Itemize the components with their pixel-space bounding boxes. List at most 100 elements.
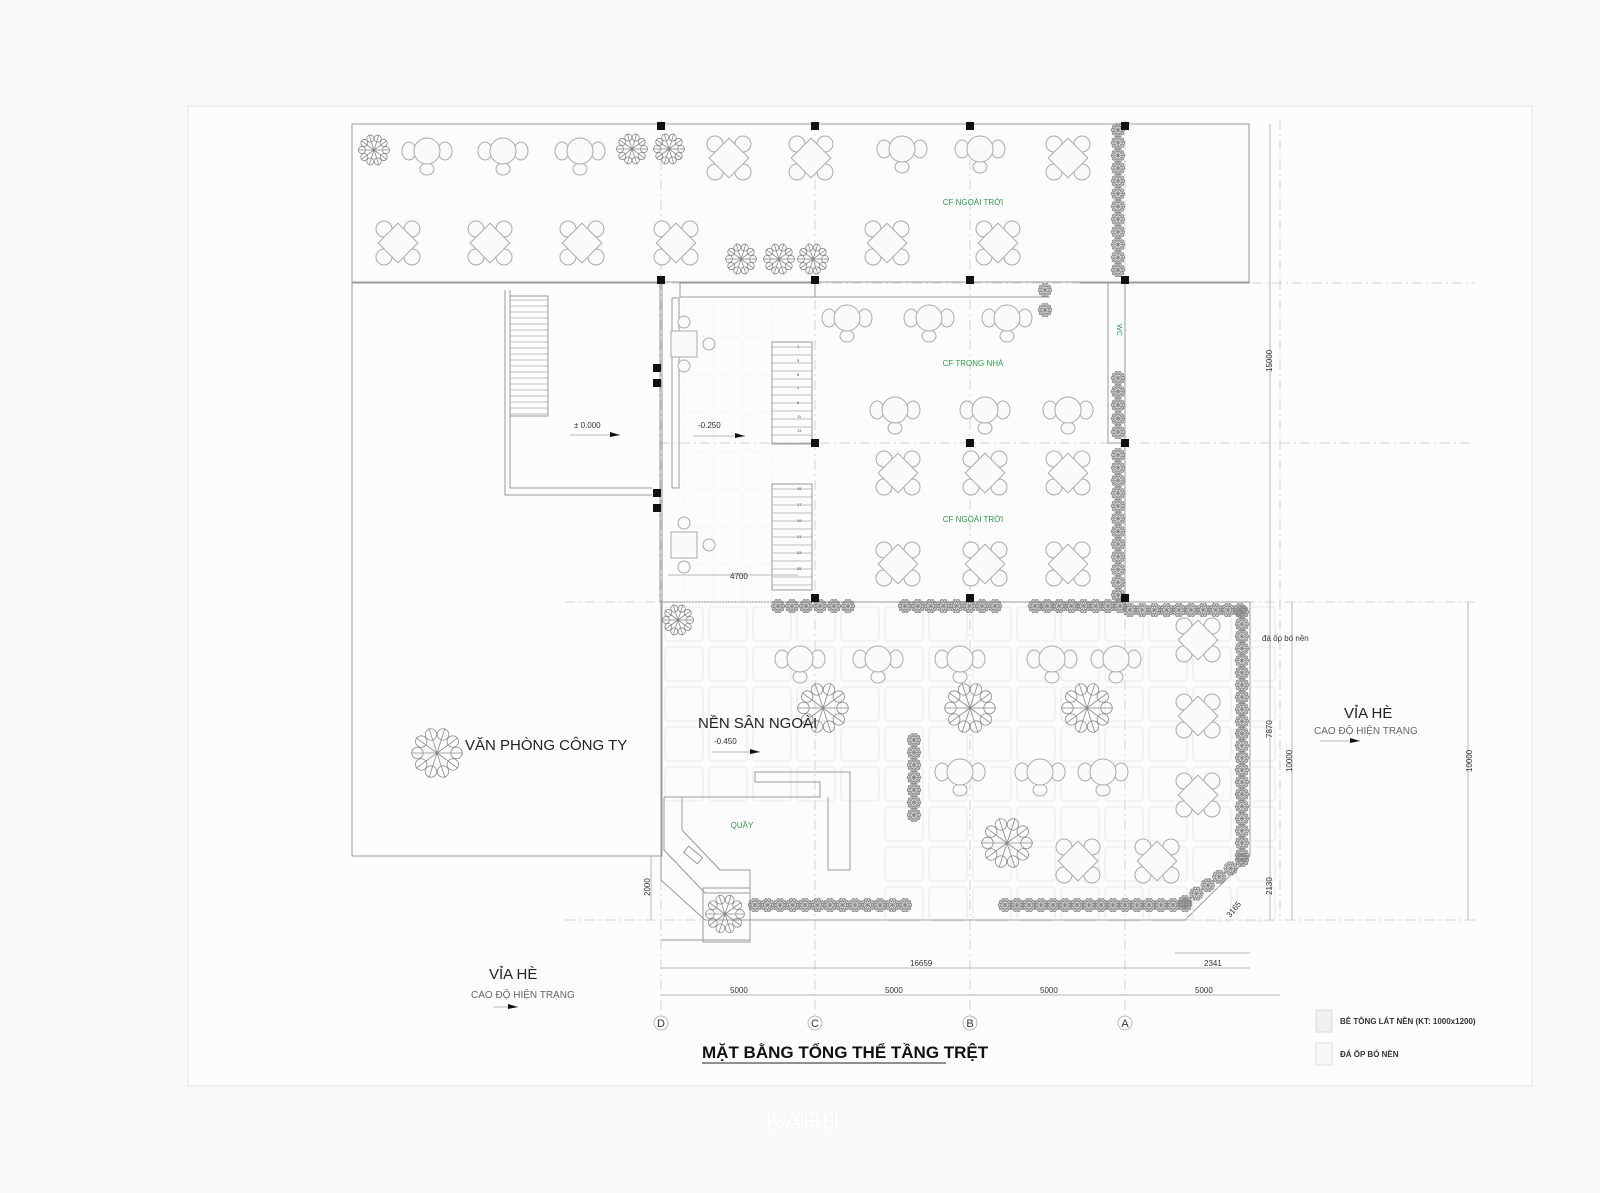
square-table-set (375, 220, 421, 266)
tree-icon (1110, 212, 1126, 227)
round-table-set (554, 137, 606, 176)
dim-7870: 7870 (1265, 720, 1274, 738)
tree-icon (1165, 898, 1181, 912)
round-table-set (876, 135, 928, 174)
column (653, 364, 661, 372)
tree-icon (1064, 599, 1079, 613)
square-table-set (962, 450, 1008, 496)
square-table-set (864, 220, 910, 266)
tree-icon (1234, 799, 1250, 814)
square-table-set (653, 220, 699, 266)
tree-icon (1220, 603, 1235, 617)
tree-icon (1110, 486, 1126, 501)
tree-icon (1234, 714, 1250, 729)
tree-icon (822, 898, 838, 912)
square-table-set (706, 135, 752, 181)
tree-icon (1110, 263, 1126, 277)
existing-level-right: CAO ĐỘ HIỆN TRẠNG (1314, 724, 1418, 737)
tree-icon (1110, 148, 1126, 163)
tree-icon (1110, 250, 1126, 265)
sidewalk-label-right: VỈA HÈ (1344, 705, 1392, 722)
tree-icon (987, 599, 1003, 613)
round-table-set (954, 135, 1006, 174)
round-table-set (401, 137, 453, 176)
legend-swatch-concrete (1315, 1009, 1333, 1033)
tree-icon (797, 898, 813, 912)
tree-icon (906, 758, 922, 772)
column (1121, 122, 1129, 130)
tree-icon (1110, 384, 1126, 399)
tree-icon (1110, 524, 1126, 539)
tree-icon (1081, 898, 1097, 912)
tree-icon (1052, 599, 1067, 613)
column (811, 276, 819, 284)
level-office: ± 0.000 (574, 421, 601, 430)
square-table-set (875, 450, 921, 496)
axis-label-a: A (1121, 1018, 1129, 1030)
tree-icon (1147, 603, 1162, 617)
stair-step-number: 15 (797, 486, 802, 491)
tree-icon (1110, 562, 1126, 577)
tree-icon (763, 243, 795, 275)
column (811, 439, 819, 447)
tree-icon (906, 783, 922, 797)
tree-icon (906, 745, 922, 760)
round-table-set (774, 645, 826, 684)
tree-icon (1117, 898, 1133, 912)
column (657, 122, 665, 130)
tree-icon (1110, 575, 1126, 590)
dim-10000-outer: 10000 (1465, 749, 1474, 772)
square-table-set (1045, 541, 1091, 587)
tree-icon (772, 898, 788, 912)
tree-icon (1100, 599, 1116, 613)
tree-icon (1110, 460, 1126, 475)
tree-icon (797, 243, 829, 275)
column (966, 276, 974, 284)
stair-step-number: 11 (797, 414, 802, 419)
tree-icon (1234, 823, 1250, 838)
stair-step-number: 1 (797, 344, 800, 349)
zone-label-outdoor-top: CF NGOÀI TRỜI (943, 198, 1004, 207)
round-table-set (934, 758, 986, 797)
tree-icon (1110, 135, 1126, 150)
tree-icon (1234, 665, 1250, 680)
tree-icon (797, 683, 849, 733)
level-yard: -0.450 (714, 737, 737, 746)
tree-icon (885, 898, 900, 912)
tree-icon (1234, 726, 1250, 741)
tree-icon (1110, 425, 1126, 439)
square-table-set (975, 220, 1021, 266)
planters (358, 123, 1250, 934)
tree-icon (798, 599, 814, 613)
drawing-sheet (187, 105, 1533, 1087)
tree-icon (1234, 787, 1250, 802)
level-markers (493, 432, 1360, 1009)
square-table-set (1175, 617, 1221, 663)
square-table-set (467, 220, 513, 266)
round-table-set (1026, 645, 1078, 684)
tree-icon (1039, 599, 1055, 613)
tree-icon (1110, 511, 1126, 526)
stair-step-number: 17 (797, 502, 802, 507)
tree-icon (810, 898, 825, 912)
tree-icon (770, 599, 786, 613)
dim-2130: 2130 (1265, 877, 1274, 895)
tree-icon (358, 134, 390, 166)
tree-icon (1234, 853, 1250, 867)
tree-icon (1189, 886, 1204, 901)
column (966, 122, 974, 130)
tree-icon (1208, 603, 1223, 617)
bar-counter (661, 771, 851, 943)
axis-label-d: D (657, 1018, 665, 1030)
axis-label-b: B (966, 1018, 973, 1030)
tree-icon (906, 770, 922, 785)
tree-icon (835, 898, 850, 912)
legend: BÊ TÔNG LÁT NỀN (KT: 1000x1200) ĐÁ ỐP BÓ… (1315, 1009, 1476, 1066)
tree-icon (1110, 371, 1126, 385)
round-table-set (959, 396, 1011, 435)
tree-icon (1088, 599, 1103, 613)
tree-icon (1110, 411, 1126, 426)
tree-icon (847, 898, 863, 912)
round-table-set (852, 645, 904, 684)
